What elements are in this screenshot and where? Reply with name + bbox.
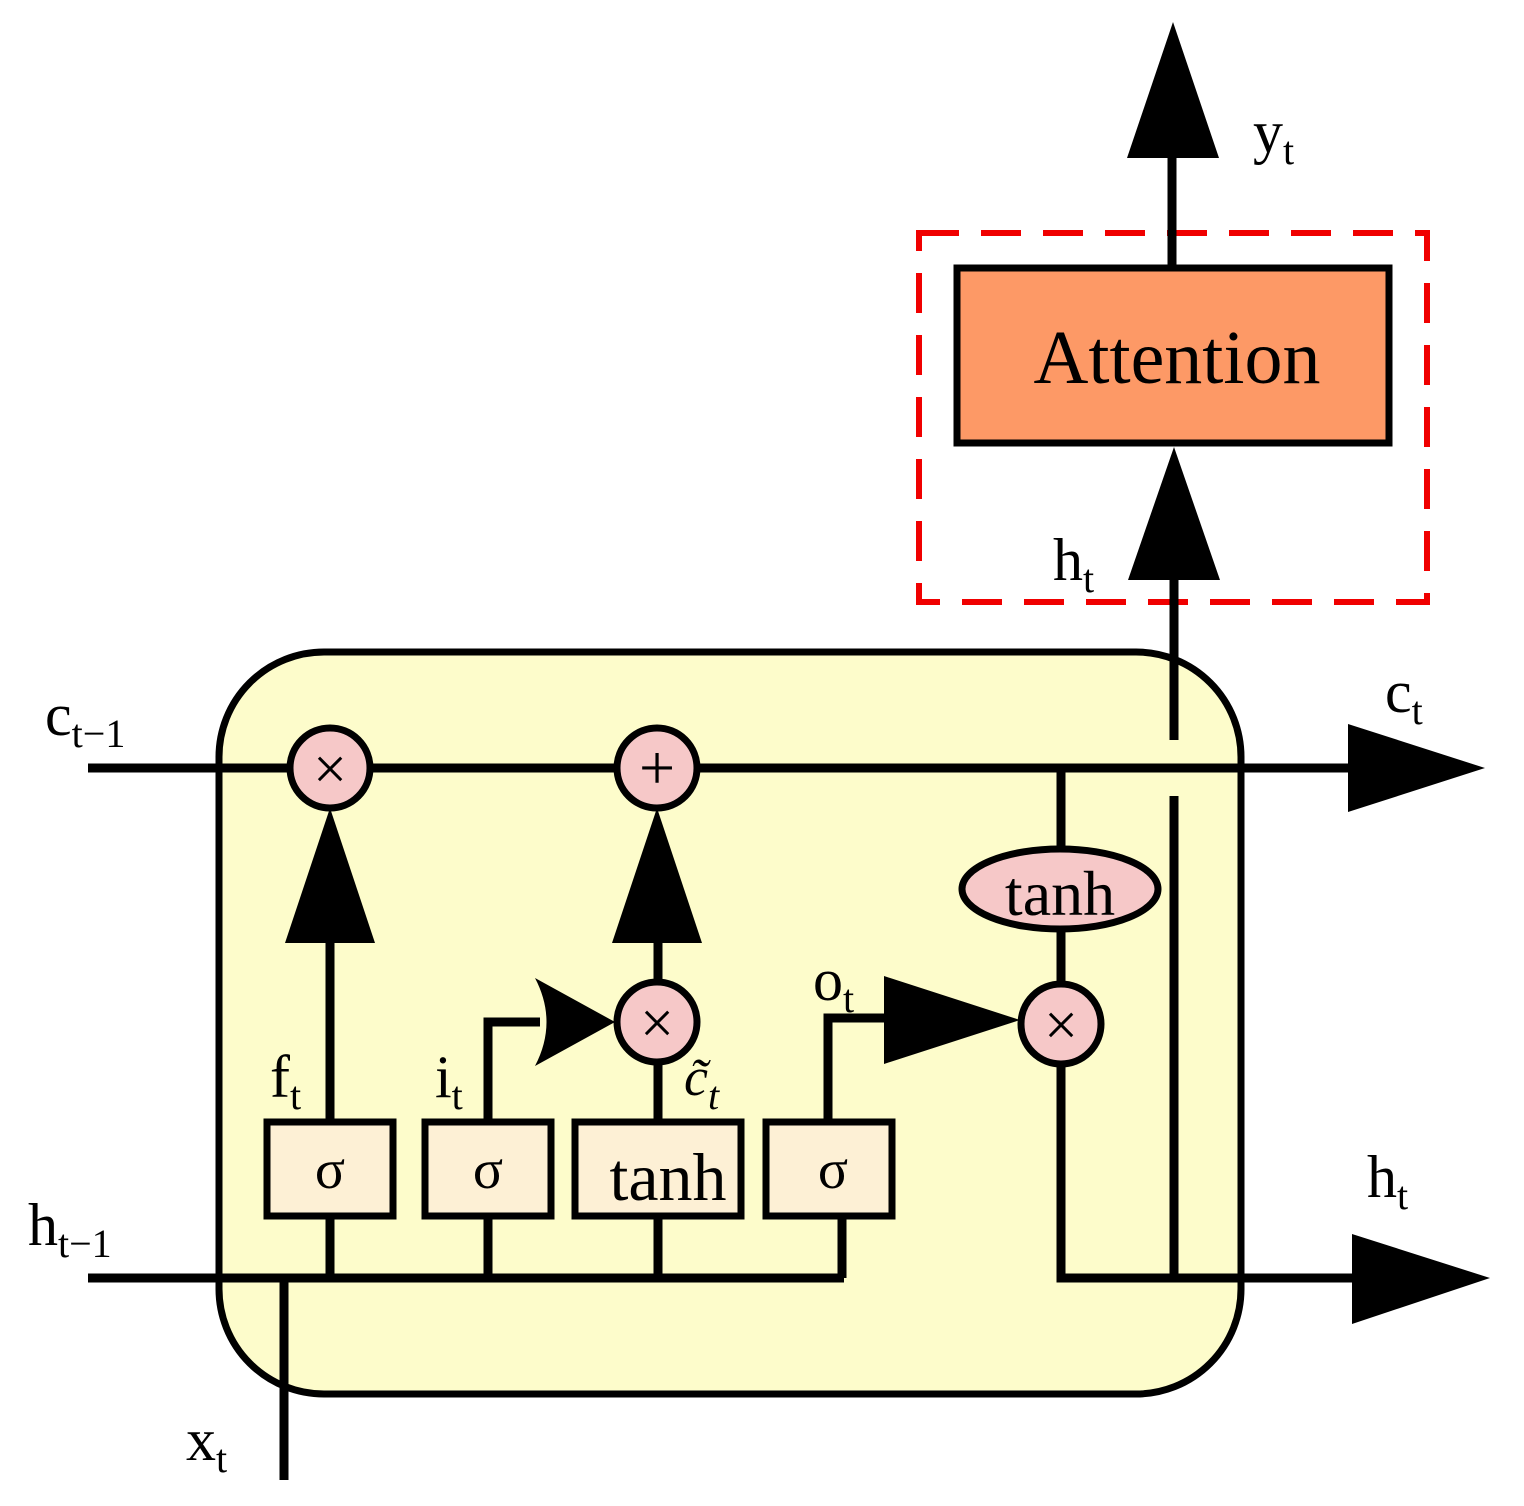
label-y-t: yt: [1253, 99, 1294, 173]
label-h-t-up: ht: [1053, 527, 1094, 601]
attention-label: Attention: [1033, 316, 1320, 400]
label-c-prev-base: c: [45, 682, 72, 748]
candidate-gate-box: [571, 1118, 745, 1220]
arrowhead-forget: [285, 808, 375, 943]
label-c-t-sub: t: [1412, 688, 1423, 733]
arrowhead-ct: [1348, 724, 1485, 812]
label-o-t: ot: [813, 947, 854, 1021]
label-o-t-base: o: [813, 947, 843, 1013]
label-f-t-sub: t: [290, 1073, 301, 1118]
arrowhead-attention-in: [1128, 447, 1220, 580]
input-gate-box: [421, 1118, 555, 1220]
label-y-t-sub: t: [1283, 128, 1294, 173]
forget-gate-label: σ: [315, 1139, 345, 1201]
output-gate-path: [823, 1013, 884, 1122]
label-x-t-sub: t: [216, 1436, 227, 1481]
label-f-t-base: f: [270, 1044, 290, 1110]
label-h-prev: ht−1: [28, 1192, 112, 1266]
label-h-t-out-base: h: [1367, 1144, 1397, 1210]
label-h-prev-sub: t−1: [58, 1221, 112, 1266]
label-x-t: xt: [186, 1407, 227, 1481]
output-gate-label: σ: [818, 1139, 848, 1201]
arrowhead-output: [884, 976, 1020, 1064]
arrowhead-input: [535, 978, 615, 1066]
label-h-t-out: ht: [1367, 1144, 1408, 1218]
input-gate: σ: [421, 1118, 555, 1220]
forget-mult-circle: [286, 724, 374, 812]
candidate-gate: tanh: [571, 1118, 745, 1220]
label-i-t: it: [435, 1044, 463, 1118]
label-f-t: ft: [270, 1044, 301, 1118]
forget-mult-symbol: ×: [313, 736, 347, 802]
label-c-prev: ct−1: [45, 682, 125, 756]
cell-add-circle: [613, 724, 701, 812]
input-mult-circle: [613, 978, 701, 1066]
label-h-t-up-sub: t: [1083, 556, 1094, 601]
label-h-t-out-sub: t: [1397, 1173, 1408, 1218]
cell-tanh-op: tanh: [958, 845, 1162, 933]
label-c-t-base: c: [1385, 659, 1412, 725]
label-c-t: ct: [1385, 659, 1423, 733]
cell-tanh-label: tanh: [1005, 858, 1115, 929]
label-i-t-base: i: [435, 1044, 452, 1110]
output-mult-symbol: ×: [1044, 992, 1078, 1058]
input-mult-symbol: ×: [640, 990, 674, 1056]
arrowhead-yt: [1127, 22, 1219, 158]
candidate-gate-label: tanh: [609, 1139, 726, 1215]
label-x-t-base: x: [186, 1407, 216, 1473]
output-gate-box: [762, 1118, 896, 1220]
label-h-prev-base: h: [28, 1192, 58, 1258]
cell-add-symbol: +: [639, 732, 675, 803]
cell-tanh-ellipse: [958, 845, 1162, 933]
output-gate: σ: [762, 1118, 896, 1220]
arrowhead-ht: [1352, 1234, 1490, 1324]
label-c-prev-sub: t−1: [72, 711, 126, 756]
output-mult-op: ×: [1017, 980, 1105, 1068]
forget-gate-box: [263, 1118, 397, 1220]
label-c-tilde: c̃t: [684, 1047, 720, 1118]
input-gate-path: [483, 1017, 540, 1122]
forget-mult-op: ×: [286, 724, 374, 812]
label-i-t-sub: t: [452, 1073, 463, 1118]
label-c-tilde-base: c̃: [684, 1047, 711, 1107]
label-h-t-up-base: h: [1053, 527, 1083, 593]
output-mult-circle: [1017, 980, 1105, 1068]
label-y-t-base: y: [1253, 99, 1283, 165]
input-gate-label: σ: [473, 1139, 503, 1201]
label-c-tilde-sub: t: [708, 1073, 720, 1118]
forget-gate: σ: [263, 1118, 397, 1220]
hidden-output-path: [1056, 1063, 1360, 1283]
label-o-t-sub: t: [843, 976, 854, 1021]
cell-add-op: +: [613, 724, 701, 812]
arrowhead-add: [612, 808, 702, 943]
attention-box: [953, 264, 1393, 447]
input-mult-op: ×: [613, 978, 701, 1066]
